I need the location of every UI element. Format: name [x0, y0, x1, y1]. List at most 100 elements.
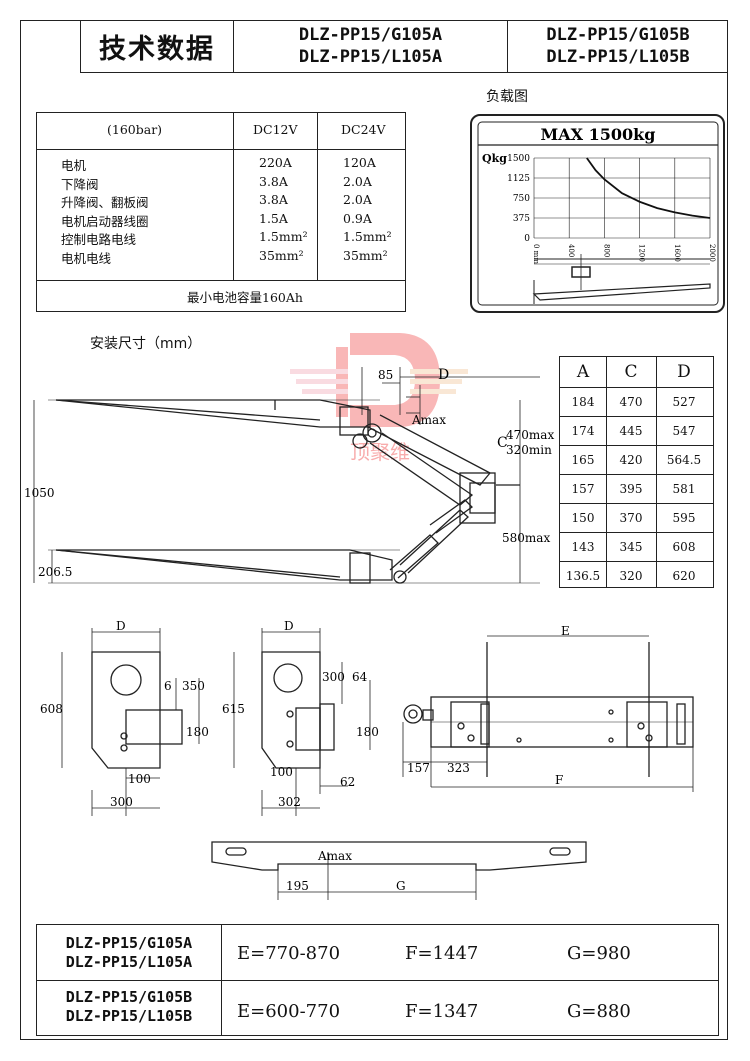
dim-1050: 1050 — [24, 486, 55, 500]
y-tick-label: 375 — [513, 214, 530, 224]
spec-row-2-G: G=880 — [567, 1001, 631, 1022]
br-dim-D: D — [284, 619, 294, 633]
bl-dim-350: 350 — [182, 679, 205, 693]
dim-C: C — [497, 435, 508, 451]
electrical-row-label: 控制电路电线 — [61, 232, 137, 247]
col-dc12v: DC12V — [253, 122, 298, 137]
chart-inner-border — [477, 121, 719, 306]
col-dc24v: DC24V — [341, 122, 386, 137]
br-dim-302: 302 — [278, 795, 301, 809]
divider — [560, 474, 713, 475]
model-a-line2: DLZ-PP15/L105A — [298, 47, 443, 67]
bv-dim-195: 195 — [286, 879, 309, 893]
bl-dim-6: 6 — [164, 679, 172, 693]
x-tick-label: 0 mm — [532, 244, 540, 264]
electrical-row-label: 下降阀 — [61, 176, 99, 192]
adc-cell: 564.5 — [666, 452, 702, 467]
electrical-row-v12: 3.8A — [259, 173, 288, 189]
adc-cell: 370 — [619, 510, 643, 525]
adc-cell: 136.5 — [565, 568, 601, 583]
load-chart-label: 负载图 — [486, 89, 528, 105]
spec-row-1-model: DLZ-PP15/G105A DLZ-PP15/L105A — [37, 934, 221, 972]
electrical-row-label: 电机电线 — [61, 250, 112, 266]
battery-footer: 最小电池容量160Ah — [187, 290, 303, 305]
pressure-label: (160bar) — [107, 122, 163, 137]
divider — [560, 503, 713, 504]
model-b-cell: DLZ-PP15/G105B DLZ-PP15/L105B — [507, 20, 728, 72]
bl-dim-608: 608 — [40, 702, 63, 716]
adc-header-a: A — [576, 362, 590, 382]
adc-header-d: D — [677, 362, 691, 382]
bv-dim-Amax: Amax — [317, 849, 352, 863]
adc-cell: 608 — [672, 539, 696, 554]
divider — [317, 113, 318, 280]
divider — [233, 113, 234, 280]
bv-dim-G: G — [396, 879, 406, 893]
adc-cell: 345 — [619, 539, 643, 554]
y-tick-label: 750 — [513, 194, 530, 204]
dim-320min: 320min — [506, 443, 552, 457]
fv-dim-E: E — [561, 624, 570, 638]
br-dim-62: 62 — [340, 775, 355, 789]
adc-cell: 620 — [672, 568, 696, 583]
electrical-row-v12: 1.5mm² — [259, 229, 308, 244]
electrical-row-v12: 220A — [259, 155, 292, 170]
divider — [560, 445, 713, 446]
electrical-row-v12: 35mm² — [259, 247, 304, 263]
spec-row-1-line2: DLZ-PP15/L105A — [65, 953, 193, 971]
y-tick-label: 1125 — [507, 174, 530, 184]
bl-dim-300: 300 — [110, 795, 133, 809]
adc-cell: 320 — [619, 568, 643, 583]
y-tick-labels: 1500 1125 750 375 0 — [507, 154, 530, 244]
y-tick-label: 0 — [524, 234, 530, 244]
dim-D: D — [438, 367, 449, 383]
spec-row-2-line1: DLZ-PP15/G105B — [65, 988, 193, 1006]
adc-cell: 581 — [672, 481, 696, 496]
bl-dim-D: D — [116, 619, 126, 633]
spec-row-2-E: E=600-770 — [237, 1001, 341, 1022]
br-dim-100: 100 — [270, 765, 293, 779]
electrical-row-label: 升降阀、翻板阀 — [61, 195, 149, 210]
model-a-cell: DLZ-PP15/G105A DLZ-PP15/L105A — [233, 20, 507, 72]
adc-cell: 470 — [619, 394, 643, 409]
spec-row-1-G: G=980 — [567, 943, 631, 964]
adc-cell: 445 — [619, 423, 643, 438]
divider — [606, 357, 607, 587]
page-title-text: 技术数据 — [99, 33, 215, 65]
model-a-line1: DLZ-PP15/G105A — [298, 25, 443, 45]
fv-dim-157: 157 — [407, 761, 430, 775]
y-tick-label: 1500 — [507, 154, 530, 164]
bl-dim-180: 180 — [186, 725, 209, 739]
divider — [37, 280, 405, 281]
x-tick-label: 1600 — [673, 244, 681, 262]
electrical-row-v24: 120A — [343, 155, 376, 170]
electrical-row-v24: 0.9A — [343, 210, 372, 226]
dim-206-5: 206.5 — [38, 565, 72, 579]
drawing-frame — [20, 20, 728, 1040]
divider — [560, 387, 713, 388]
model-b-line1: DLZ-PP15/G105B — [546, 25, 690, 45]
adc-cell: 395 — [619, 481, 643, 496]
br-dim-615: 615 — [222, 702, 245, 716]
electrical-row-label: 电机 — [61, 158, 87, 173]
bl-dim-100: 100 — [128, 772, 151, 786]
br-dim-64: 64 — [352, 670, 368, 684]
page-title: 技术数据 — [80, 20, 233, 72]
spec-table: DLZ-PP15/G105A DLZ-PP15/L105A E=770-870 … — [36, 924, 719, 1036]
fv-dim-F: F — [555, 773, 563, 787]
frame-view-drawing: E 157 323 F — [402, 624, 694, 792]
side-view-drawing: 1050 206.5 85 D Amax C 470max 320min 580… — [24, 367, 554, 584]
x-tick-label: 800 — [602, 244, 610, 257]
adc-cell: 143 — [571, 539, 595, 554]
model-b-line2: DLZ-PP15/L105B — [546, 47, 690, 67]
adc-cell: 547 — [672, 423, 696, 438]
spec-row-1-F: F=1447 — [405, 943, 479, 964]
electrical-row-v12: 1.5A — [259, 210, 288, 226]
title-block: 技术数据 DLZ-PP15/G105A DLZ-PP15/L105A DLZ-P… — [80, 20, 728, 73]
adc-header-c: C — [624, 362, 638, 382]
spec-row-2-F: F=1347 — [405, 1001, 479, 1022]
adc-cell: 150 — [571, 510, 595, 525]
